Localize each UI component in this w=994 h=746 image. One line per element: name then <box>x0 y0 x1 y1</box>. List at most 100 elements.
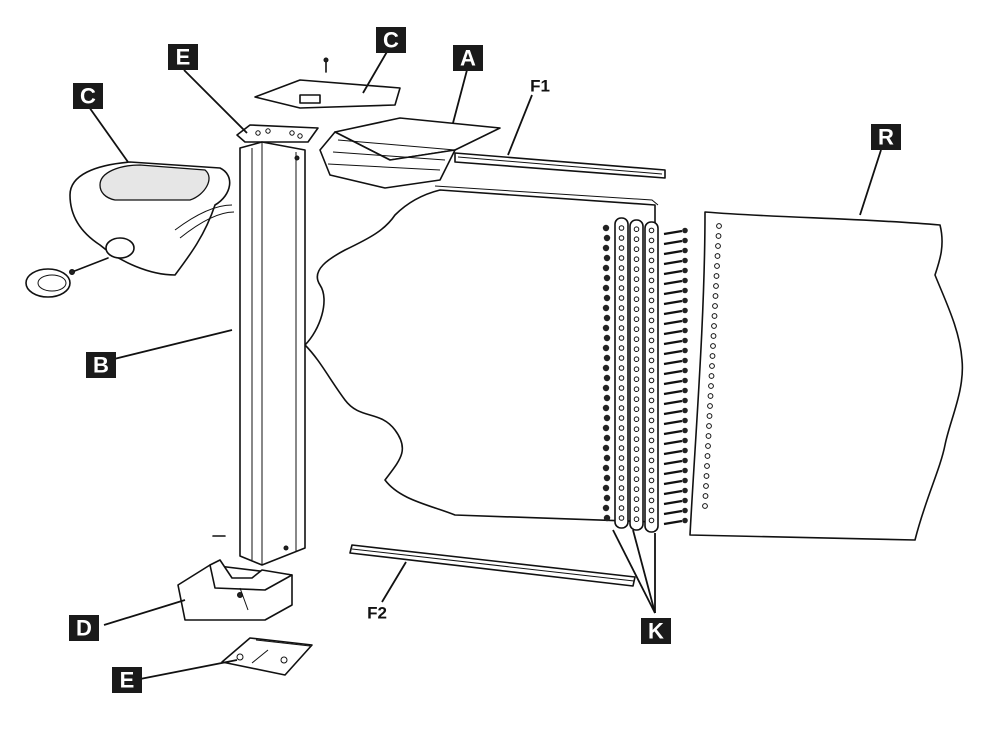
bolt-head <box>682 297 688 304</box>
svg-text:R: R <box>878 125 894 150</box>
bolt-head <box>602 264 610 272</box>
strip-hole <box>648 457 655 464</box>
label-e-bottom: E <box>112 667 142 693</box>
bolt-head <box>603 454 611 462</box>
panel-hole <box>706 423 712 429</box>
strip-hole <box>648 307 655 314</box>
bolt-shaft <box>663 479 683 486</box>
svg-text:A: A <box>460 46 476 71</box>
bolt-head <box>602 464 610 472</box>
bolt-head <box>602 344 610 352</box>
top-cap-c <box>254 57 401 109</box>
strip-hole <box>633 436 640 443</box>
strip-hole <box>633 386 640 393</box>
bolt-head <box>682 407 688 414</box>
strip-hole <box>633 466 640 473</box>
strip-hole <box>618 365 625 371</box>
bolt-head <box>682 327 688 334</box>
bolt-head <box>602 324 610 332</box>
strip-hole <box>618 355 625 361</box>
strip-hole <box>618 415 625 421</box>
strip-hole <box>648 227 655 234</box>
strip-hole <box>648 237 655 244</box>
bolt-head <box>602 504 610 512</box>
strip-hole <box>648 387 655 394</box>
bolt-head <box>682 307 688 314</box>
bolt-shaft <box>663 409 683 416</box>
bolt-head <box>603 314 611 322</box>
svg-text:D: D <box>76 616 92 641</box>
strip-hole <box>633 286 640 293</box>
label-b: B <box>86 352 116 378</box>
label-e-top: E <box>168 44 198 70</box>
label-f1: F1 <box>530 77 550 96</box>
bolt-shaft <box>663 349 683 356</box>
bolt-head <box>682 427 688 434</box>
svg-text:B: B <box>93 353 109 378</box>
strip-hole <box>648 357 655 364</box>
bolt-head <box>682 267 688 274</box>
strip-hole <box>633 336 640 343</box>
strip-hole <box>633 366 640 373</box>
strip-hole <box>633 276 640 283</box>
strip-hole <box>633 346 640 353</box>
strip-hole <box>618 265 625 271</box>
strip-hole <box>633 426 640 433</box>
strip-hole <box>633 506 640 513</box>
strip-hole <box>633 416 640 423</box>
panel-hole <box>703 473 710 479</box>
strip-hole <box>618 305 625 311</box>
bolt-head <box>603 274 611 282</box>
strip-hole <box>618 455 625 461</box>
bolt-shaft <box>663 289 683 296</box>
bolt-head <box>602 444 610 452</box>
plate-e-bottom <box>221 637 313 676</box>
bolt-shaft <box>663 379 683 386</box>
bolt-head <box>682 517 688 524</box>
strip-hole <box>648 377 655 384</box>
panel-hole <box>709 353 716 359</box>
strip-hole <box>648 477 655 484</box>
svg-text:E: E <box>120 668 135 693</box>
bolt-head <box>602 224 610 232</box>
bolt-head <box>682 257 688 264</box>
svg-text:C: C <box>80 84 96 109</box>
k-bolts <box>602 224 688 526</box>
bolt-shaft <box>663 319 683 326</box>
strip-hole <box>648 277 655 284</box>
strip-hole <box>648 297 655 304</box>
bolt-shaft <box>663 469 683 476</box>
bolt-shaft <box>663 249 683 256</box>
label-c-left: C <box>73 83 103 109</box>
svg-text:K: K <box>648 619 664 644</box>
strip-hole <box>618 285 625 291</box>
panel-hole <box>714 263 720 269</box>
bolt-head <box>603 354 611 362</box>
bolt-shaft <box>663 329 683 336</box>
strip-hole <box>648 257 655 264</box>
panel-hole <box>712 303 718 309</box>
bolt-head <box>603 494 611 502</box>
strip-hole <box>618 385 625 391</box>
panel-hole <box>712 293 719 299</box>
strip-hole <box>618 475 625 481</box>
bolt-head <box>682 507 688 514</box>
panel-hole <box>707 393 714 399</box>
bolt-shaft <box>663 279 683 286</box>
strip-hole <box>648 417 655 424</box>
panel-hole <box>705 433 712 439</box>
strip-hole <box>648 337 655 344</box>
bolt-head <box>603 254 611 262</box>
bolt-head <box>602 424 610 432</box>
bolt-shaft <box>663 389 683 396</box>
column-b <box>212 141 306 566</box>
strip-hole <box>618 325 625 331</box>
strip-hole <box>633 356 640 363</box>
bolt-head <box>603 334 611 342</box>
bolt-shaft <box>663 429 683 436</box>
strip-hole <box>648 467 655 474</box>
bolt-head <box>682 487 688 494</box>
label-d: D <box>69 615 99 641</box>
panel-hole <box>710 343 716 349</box>
